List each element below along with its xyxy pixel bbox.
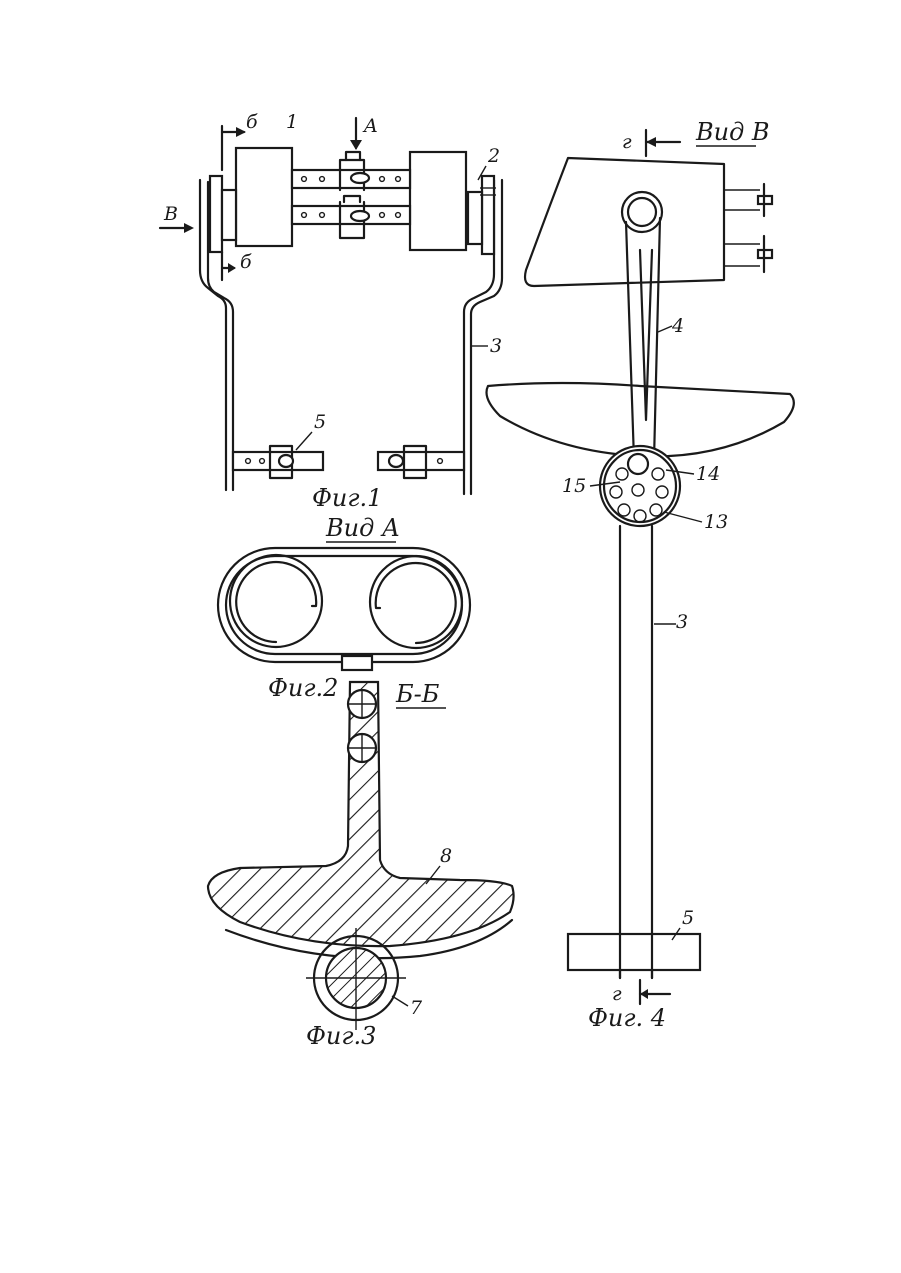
label-3-fig1: 3 xyxy=(490,335,502,357)
label-section-b-top: б xyxy=(246,111,258,133)
label-arrow-v: В xyxy=(163,203,178,225)
figure-3: Б-Б 8 7 Фиг.3 xyxy=(208,680,514,1050)
label-3-fig4: 3 xyxy=(676,611,688,633)
label-section-b-bottom: б xyxy=(240,251,252,273)
left-ring xyxy=(230,555,322,647)
label-section-g-bottom: г xyxy=(612,983,622,1005)
label-1: 1 xyxy=(286,111,298,133)
figure-4: Вид В г г 4 14 15 13 3 5 Фиг. 4 xyxy=(487,118,794,1032)
left-pad xyxy=(236,148,292,246)
adjust-disc xyxy=(600,446,680,526)
label-7: 7 xyxy=(410,997,423,1019)
fig2-view-title: Вид А xyxy=(325,514,400,542)
right-ring xyxy=(370,556,462,648)
section-body-hatched xyxy=(208,682,514,946)
fig4-caption: Фиг. 4 xyxy=(588,1004,666,1032)
label-13: 13 xyxy=(704,511,728,533)
upright-3 xyxy=(620,526,652,978)
label-8: 8 xyxy=(440,845,452,867)
figure-2: Вид А Фиг.2 xyxy=(218,514,470,702)
label-2: 2 xyxy=(487,145,500,167)
fig3-section-title: Б-Б xyxy=(395,680,440,708)
foot-5 xyxy=(568,934,700,970)
fig3-caption: Фиг.3 xyxy=(306,1022,376,1050)
right-pad xyxy=(410,152,466,250)
label-arrow-a: A xyxy=(362,115,378,137)
label-section-g-top: г xyxy=(622,131,632,153)
fig2-caption: Фиг.2 xyxy=(268,674,338,702)
label-4: 4 xyxy=(671,315,684,337)
label-5-fig1: 5 xyxy=(314,411,326,433)
label-14: 14 xyxy=(696,463,720,485)
figure-1: A б б В 1 2 3 5 Фиг.1 xyxy=(160,111,502,512)
fig1-caption: Фиг.1 xyxy=(312,484,382,512)
label-15: 15 xyxy=(562,475,586,497)
label-5-fig4: 5 xyxy=(682,907,694,929)
fig4-view-title: Вид В xyxy=(695,118,770,146)
